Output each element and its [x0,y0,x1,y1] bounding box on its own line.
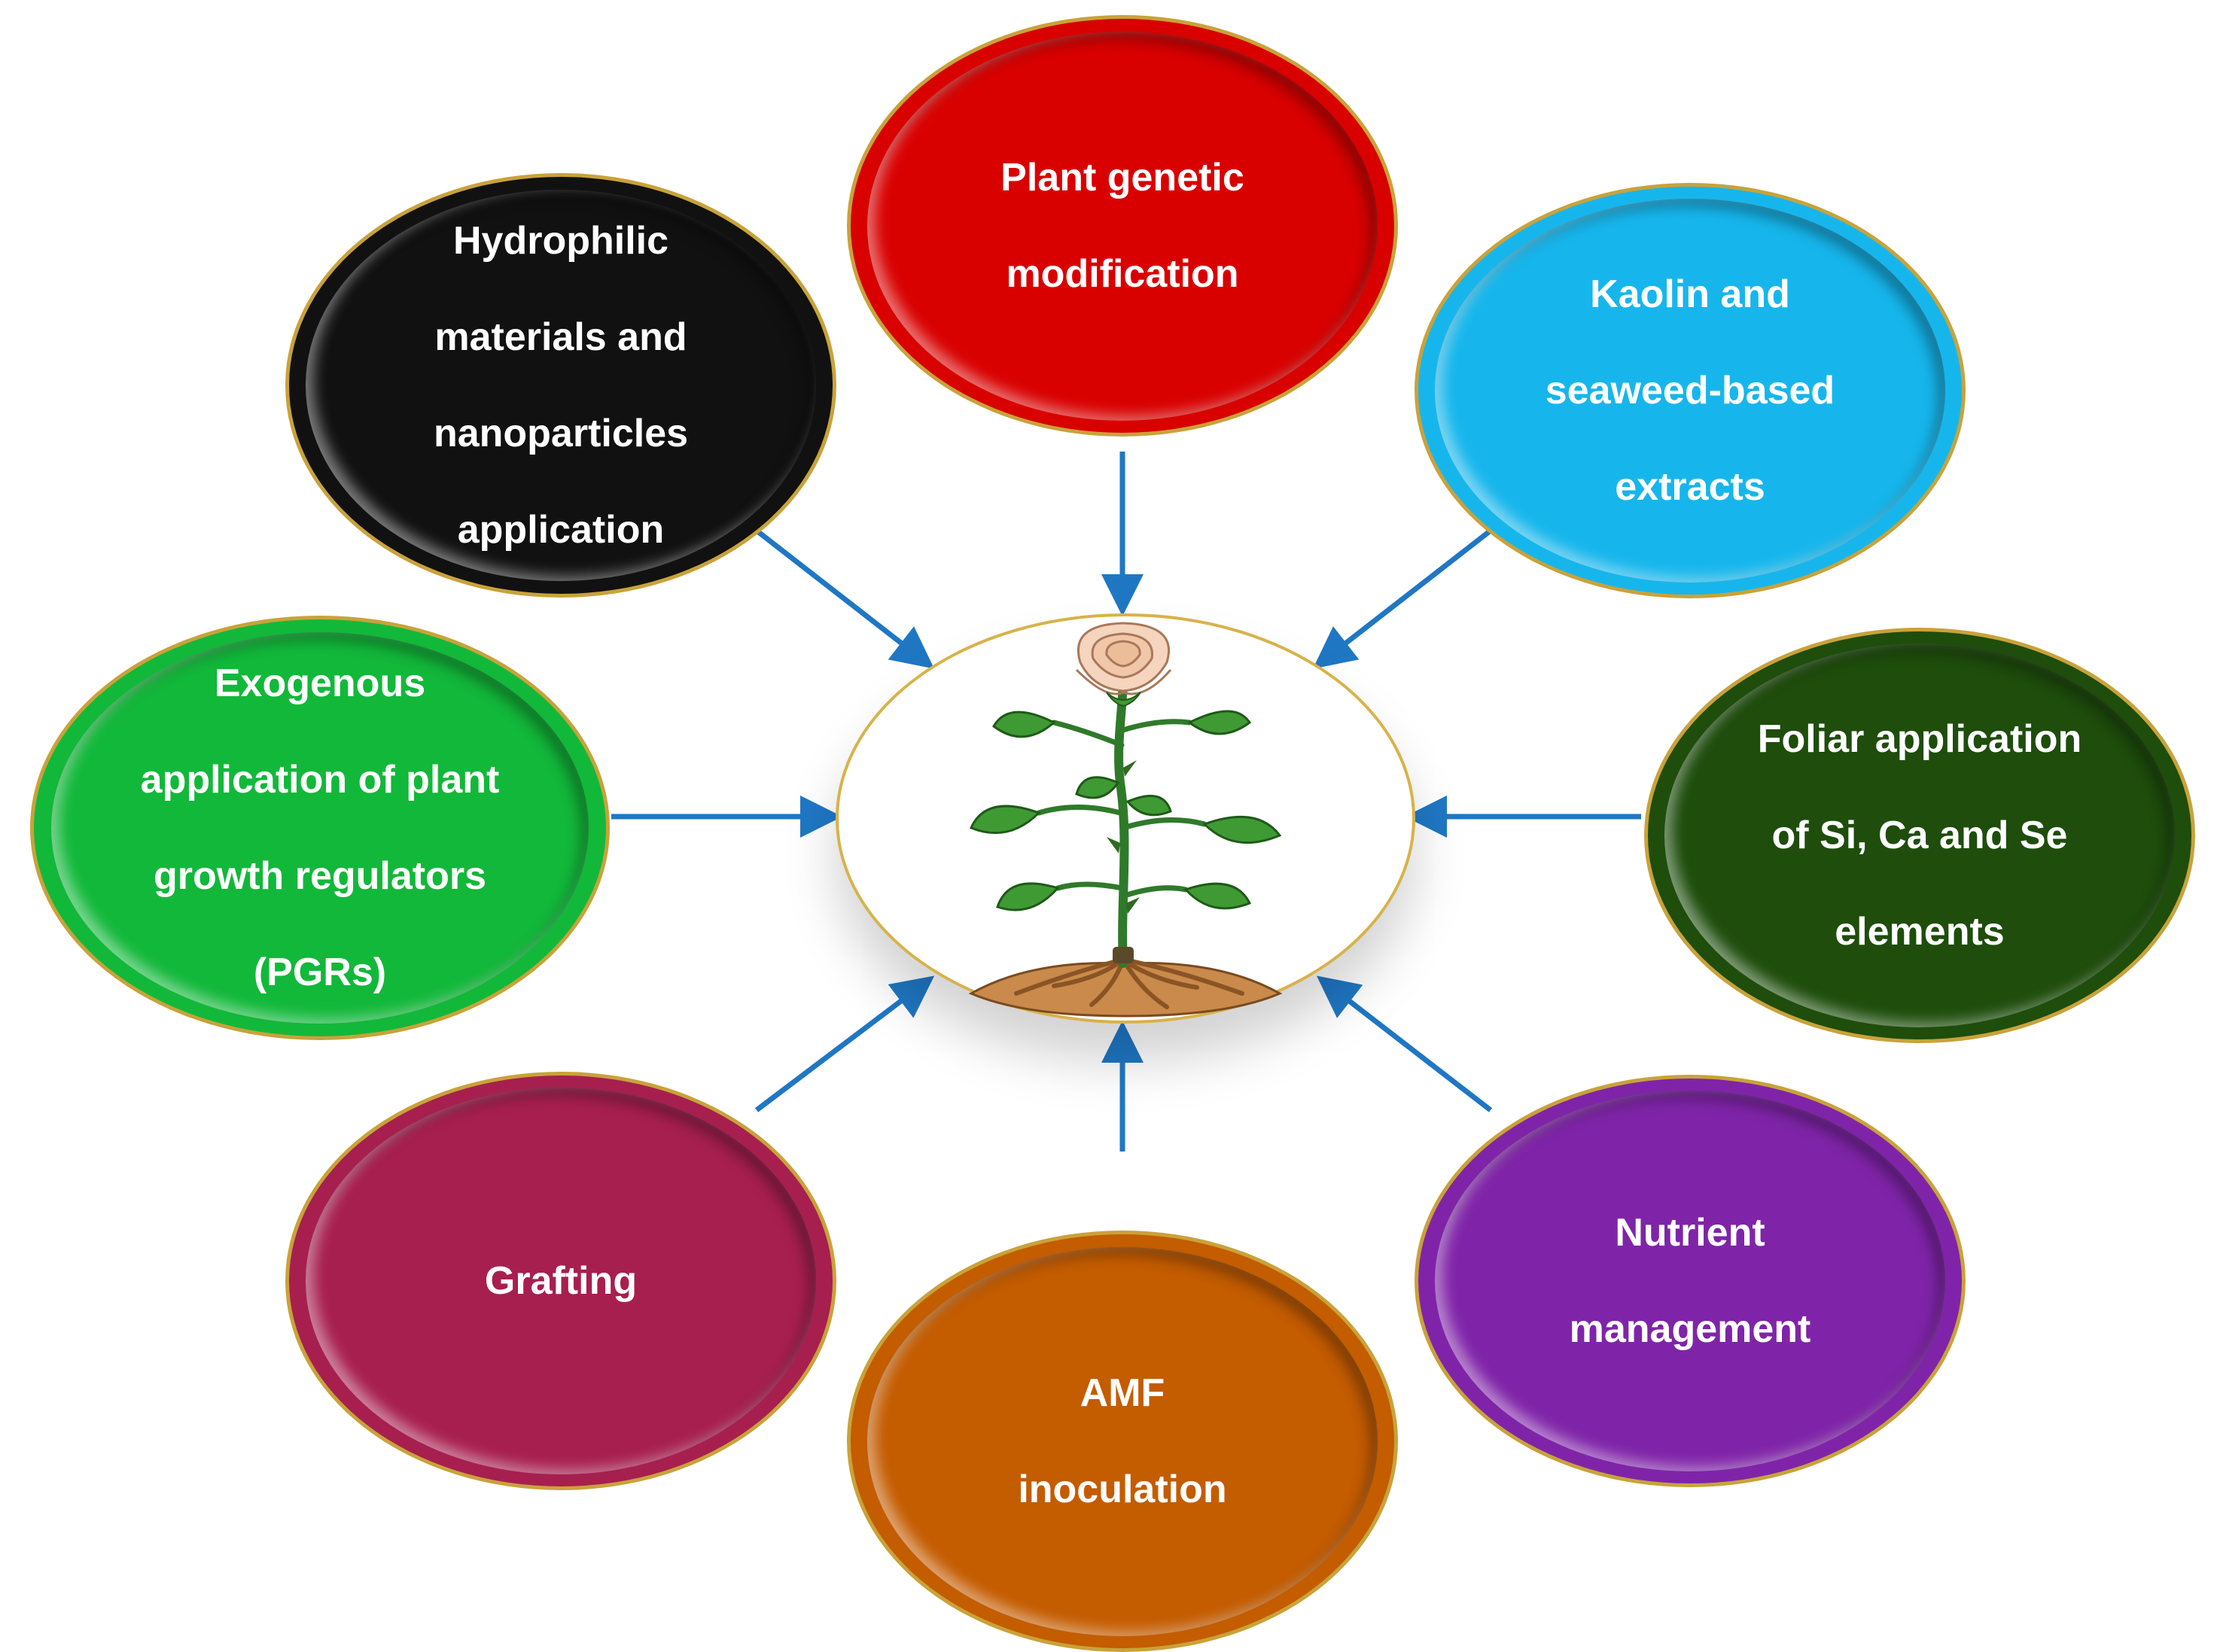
arrow-layer [611,452,1641,1152]
node-label-line: inoculation [1018,1468,1227,1511]
node-label-line: of Si, Ca and Se [1771,814,2068,857]
node-label-line: modification [1006,252,1239,296]
node-label-line: nanoparticles [433,412,689,455]
node-label-line: application [457,508,665,552]
node-label-line: application of plant [140,758,500,802]
node-kaolin-seaweed: Kaolin and seaweed-based extracts [1415,183,1966,598]
node-label: Kaolin and seaweed-based extracts [1478,246,1902,535]
node-label: Plant genetic modification [910,129,1334,322]
node-label-line: (PGRs) [253,951,387,994]
node-hydrophilic-nano: Hydrophilic materials and nanoparticles app… [285,173,836,598]
node-label: Hydrophilic materials and nanoparticles app… [349,193,772,578]
node-label-line: growth regulators [153,854,486,898]
node-amf-inoculation: AMF inoculation [847,1231,1398,1652]
node-label: Nutrient management [1478,1185,1902,1377]
node-label-line: management [1569,1307,1811,1351]
node-label-line: Nutrient [1615,1211,1765,1255]
node-label-line: Grafting [484,1259,638,1303]
node-label: Grafting [349,1233,772,1329]
rose-plant-icon [968,622,1283,1018]
node-label-line: Foliar application [1757,717,2082,761]
node-label-line: elements [1835,910,2005,954]
arrow-nutrient-management [1316,975,1493,1112]
node-label: AMF inoculation [910,1345,1334,1538]
node-label-line: Plant genetic [1000,156,1244,199]
arrow-grafting [754,975,935,1112]
node-plant-genetic: Plant genetic modification [847,15,1398,437]
node-foliar-application: Foliar application of Si, Ca and Se elemen… [1644,628,2195,1043]
node-exogenous-pgr: Exogenous application of plant growth regu… [30,616,610,1040]
arrow-kaolin-seaweed [1312,528,1493,669]
node-label-line: Hydrophilic [452,219,669,263]
node-grafting: Grafting [285,1072,836,1490]
node-label-line: materials and [434,315,687,359]
node-label: Foliar application of Si, Ca and Se elemen… [1707,691,2131,980]
node-label-line: AMF [1080,1371,1165,1415]
node-label-line: Exogenous [214,662,426,705]
node-label: Exogenous application of plant growth regu… [97,635,544,1021]
node-label-line: extracts [1615,465,1765,509]
arrow-hydrophilic-nano [754,528,935,669]
node-label-line: seaweed-based [1545,369,1835,412]
node-label-line: Kaolin and [1590,272,1790,316]
diagram-stage: Plant genetic modification Kaolin and seawe… [30,15,2195,1652]
node-nutrient-management: Nutrient management [1415,1075,1966,1487]
